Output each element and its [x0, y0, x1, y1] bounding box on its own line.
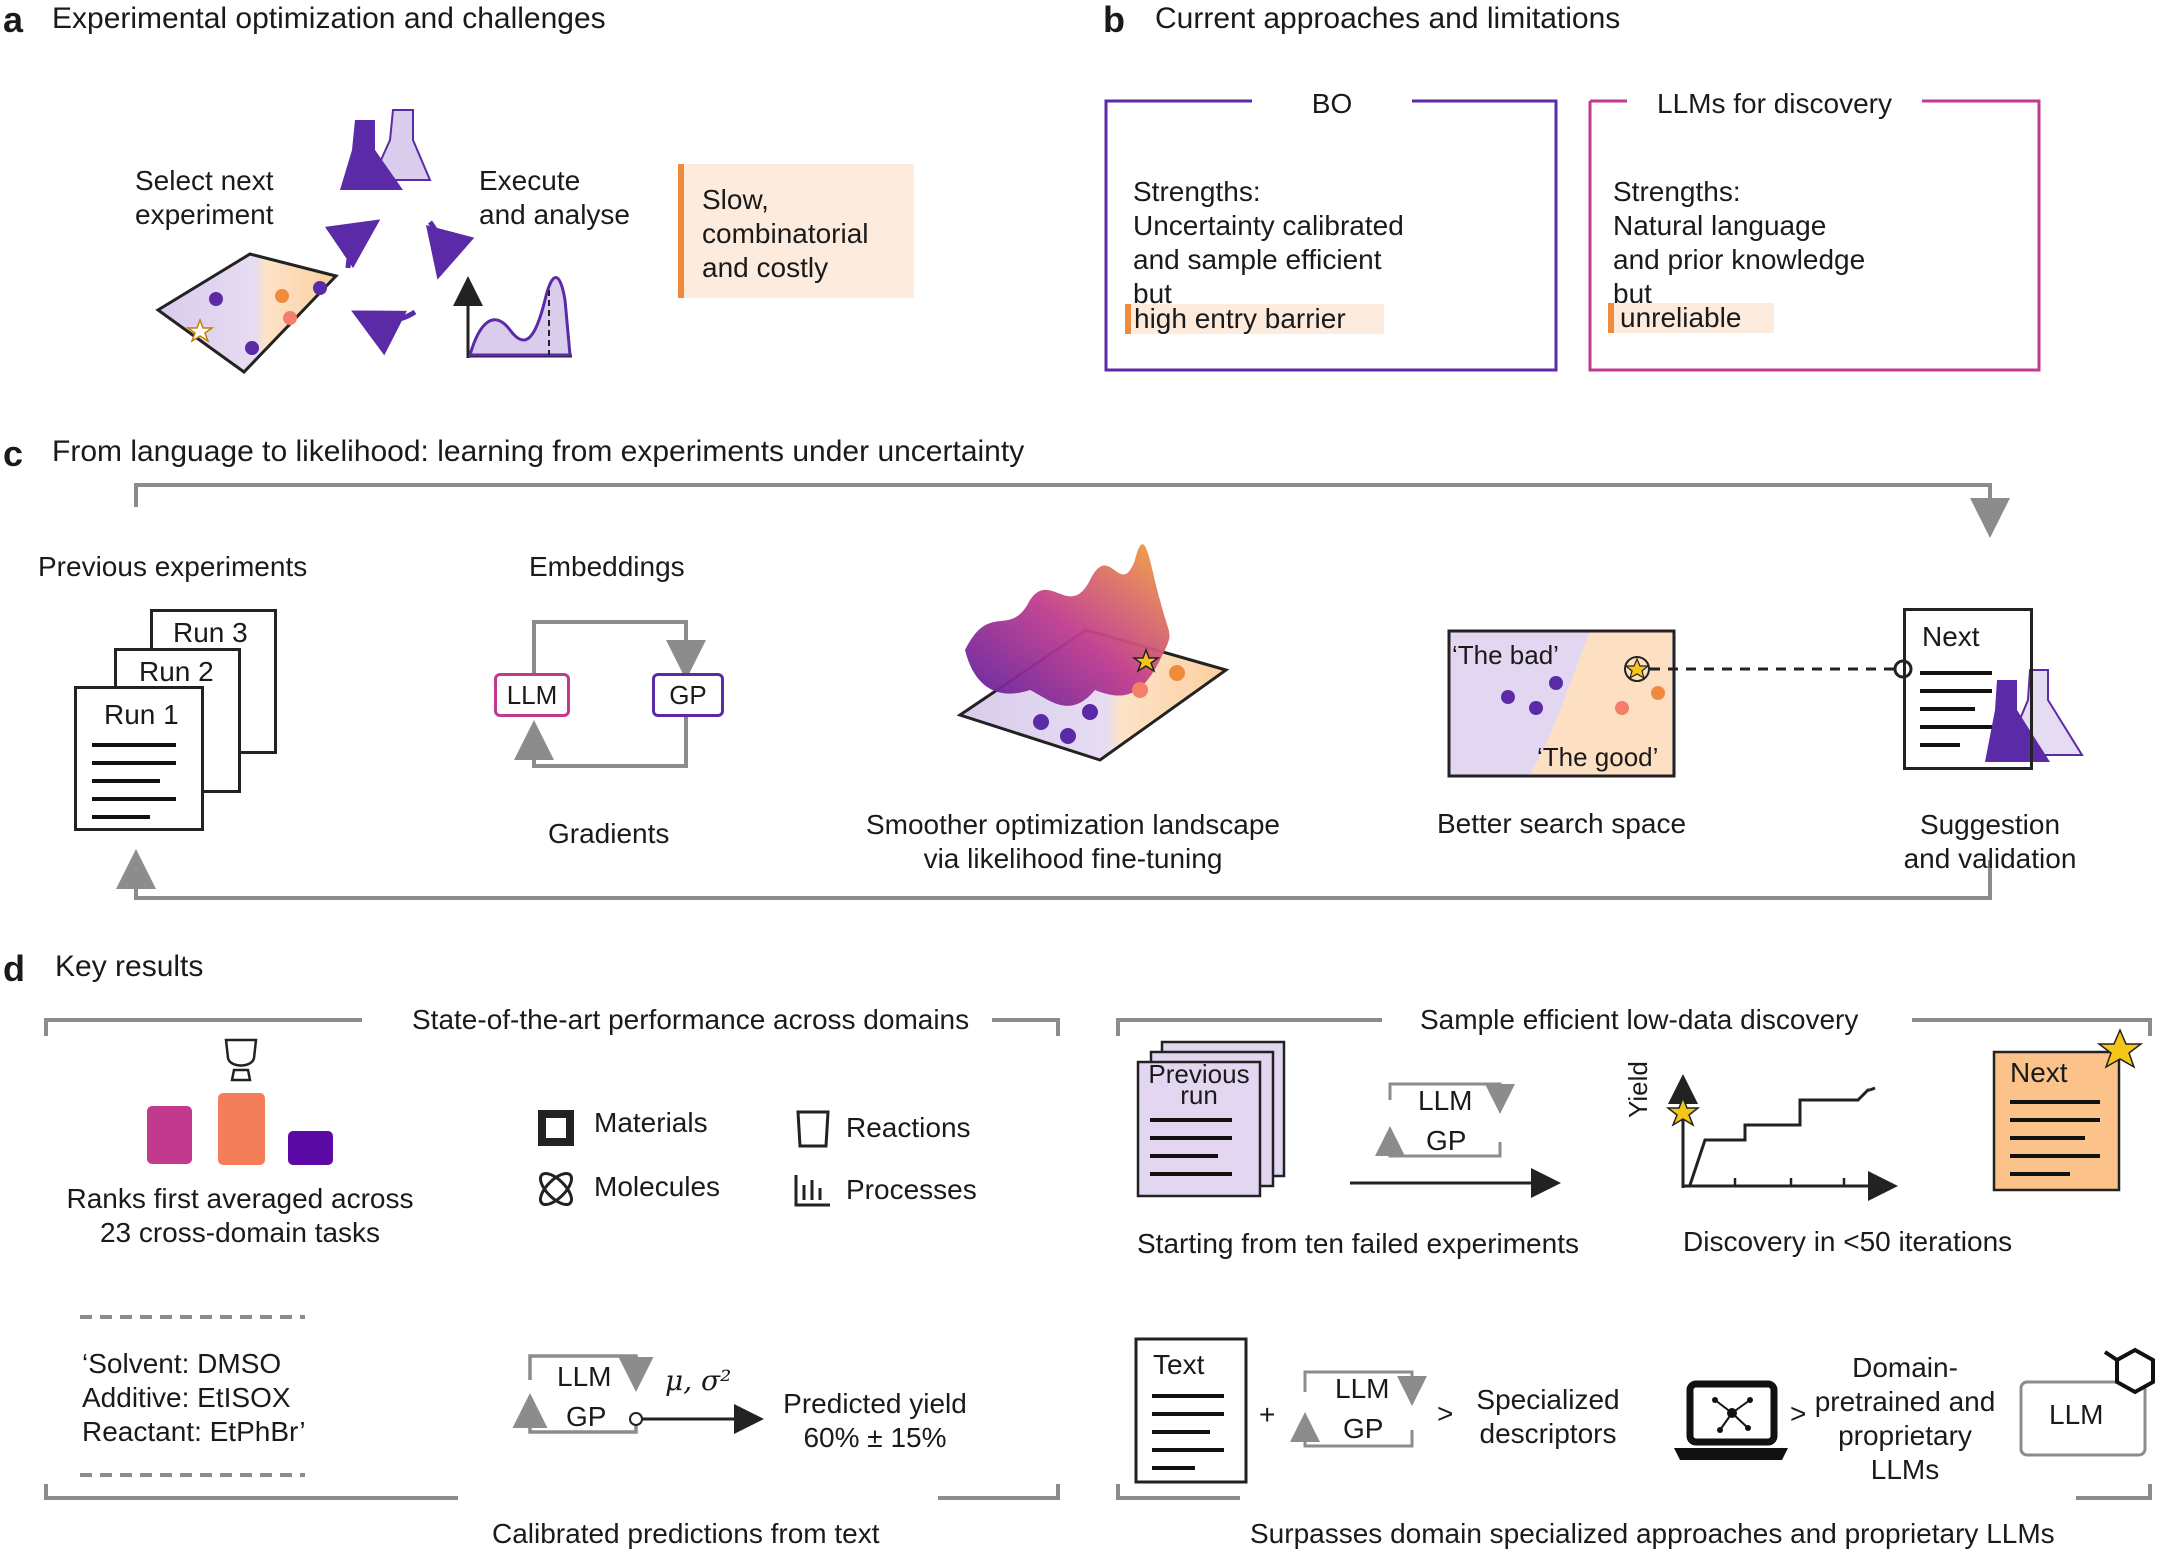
bad-label: ‘The bad’ [1452, 640, 1559, 670]
run-3-label: Run 3 [173, 617, 248, 648]
star-icon [1665, 1095, 1701, 1127]
beaker-icon [796, 1110, 830, 1148]
atom-icon [538, 1171, 574, 1207]
domain-reactions: Reactions [846, 1112, 971, 1143]
landscape-surface [965, 544, 1170, 706]
trophy-icon [224, 1038, 258, 1082]
panel-d-title: Key results [55, 950, 204, 983]
panel-d-letter: d [3, 948, 25, 989]
mu-sigma-label: μ, σ² [665, 1364, 732, 1397]
surpass-gp: GP [1343, 1413, 1384, 1444]
next-label: Next [1922, 621, 1980, 652]
good-label: ‘The good’ [1537, 742, 1659, 772]
run-2-label: Run 2 [139, 656, 214, 687]
panel-d-icons [147, 1028, 2155, 1484]
gt-sign-1: > [1437, 1398, 1454, 1429]
yield-axis-label: Yield [1623, 1061, 1653, 1118]
gt-sign-2: > [1790, 1398, 1807, 1429]
run-1-doc: Run 1 [74, 686, 204, 831]
bo-limitation: high entry barrier [1134, 303, 1346, 334]
panel-a-letter: a [3, 0, 24, 40]
run-1-label: Run 1 [104, 699, 179, 730]
llm-node: LLM [494, 673, 570, 717]
panel-c-letter: c [3, 433, 24, 474]
sample-gp: GP [1426, 1125, 1467, 1156]
gp-node: GP [652, 673, 724, 717]
text-doc-label: Text [1153, 1349, 1205, 1380]
laptop-icon [1686, 1380, 1778, 1446]
panel-b-letter: b [1103, 0, 1125, 40]
llm-strengths: Strengths: Natural language and prior kn… [1613, 176, 1866, 309]
domain-materials: Materials [594, 1107, 708, 1138]
bo-box [1104, 99, 1558, 372]
llm-limitation-highlight [1608, 303, 1774, 333]
llm-limitation: unreliable [1620, 302, 1742, 333]
previous-run-label: Previous run [1148, 1059, 1250, 1110]
panel-a-graphics [155, 109, 572, 374]
previous-experiments-label: Previous experiments [38, 551, 308, 582]
star-icon [1131, 647, 1161, 673]
bo-strengths: Strengths: Uncertainty calibrated and sa… [1133, 176, 1404, 309]
execute-label: Execute and analyse [479, 165, 631, 230]
llm-box-label: LLM [2049, 1399, 2104, 1430]
sample-next-label: Next [2010, 1057, 2068, 1088]
domain-processes: Processes [846, 1174, 977, 1205]
challenge-highlight [678, 164, 914, 298]
text-doc [1134, 1337, 1248, 1484]
yield-curve [1688, 1088, 1870, 1186]
predicted-yield: Predicted yield 60% ± 15% [783, 1388, 967, 1453]
embeddings-label: Embeddings [529, 551, 685, 582]
bar-chart-icon [794, 1175, 830, 1207]
select-next-label: Select next experiment [135, 165, 274, 230]
panel-c-graphics [92, 483, 2084, 900]
calibrated-gp: GP [566, 1401, 607, 1432]
flask-light-icon [370, 109, 432, 181]
flask-dark-icon [1985, 680, 2050, 762]
caption-failed: Starting from ten failed experiments [1137, 1228, 1579, 1259]
llm-discovery-title: LLMs for discovery [1657, 88, 1892, 119]
landscape-caption: Smoother optimization landscape via like… [865, 809, 1280, 874]
surpass-title: Surpasses domain specialized approaches … [1250, 1518, 2055, 1549]
sample-title: Sample efficient low-data discovery [1420, 1004, 1859, 1035]
specialized-descriptors: Specialized descriptors [1476, 1384, 1620, 1449]
panel-b-graphics [1104, 90, 2041, 372]
panel-a-title: Experimental optimization and challenges [52, 2, 606, 35]
panel-b-title: Current approaches and limitations [1155, 2, 1621, 35]
search-space-caption: Better search space [1437, 808, 1687, 839]
search-map [155, 252, 339, 374]
panel-d-graphics [44, 1018, 2152, 1500]
domain-pretrained: Domain- pretrained and proprietary LLMs [1814, 1352, 1996, 1485]
molecule-icon [2115, 1347, 2155, 1395]
sample-llm: LLM [1418, 1085, 1473, 1116]
star-icon [185, 317, 215, 343]
domain-molecules: Molecules [594, 1171, 721, 1202]
bo-title: BO [1311, 88, 1353, 119]
star-icon [2096, 1028, 2144, 1069]
plus-sign: + [1259, 1399, 1276, 1430]
panel-c-title: From language to likelihood: learning fr… [52, 435, 1025, 468]
surpass-llm: LLM [1335, 1373, 1390, 1404]
caption-iterations: Discovery in <50 iterations [1683, 1226, 2013, 1257]
gradients-label: Gradients [548, 818, 670, 849]
next-doc: Next [1903, 608, 2033, 770]
sota-caption: Ranks first averaged across 23 cross-dom… [66, 1183, 414, 1248]
llm-box [2019, 1380, 2147, 1457]
run-1-lines [92, 743, 176, 819]
calibrated-llm: LLM [557, 1361, 612, 1392]
flask-dark-icon [340, 120, 403, 190]
bo-limitation-highlight [1125, 304, 1384, 334]
calibrated-title: Calibrated predictions from text [492, 1518, 880, 1549]
distribution-plot [468, 276, 572, 357]
sota-title: State-of-the-art performance across doma… [412, 1004, 970, 1035]
suggestion-caption: Suggestion and validation [1903, 809, 2077, 874]
challenge-text: Slow, combinatorial and costly [702, 184, 869, 283]
prompt-text: ‘Solvent: DMSO Additive: EtISOX Reactant… [82, 1348, 306, 1447]
star-icon [1624, 657, 1650, 680]
